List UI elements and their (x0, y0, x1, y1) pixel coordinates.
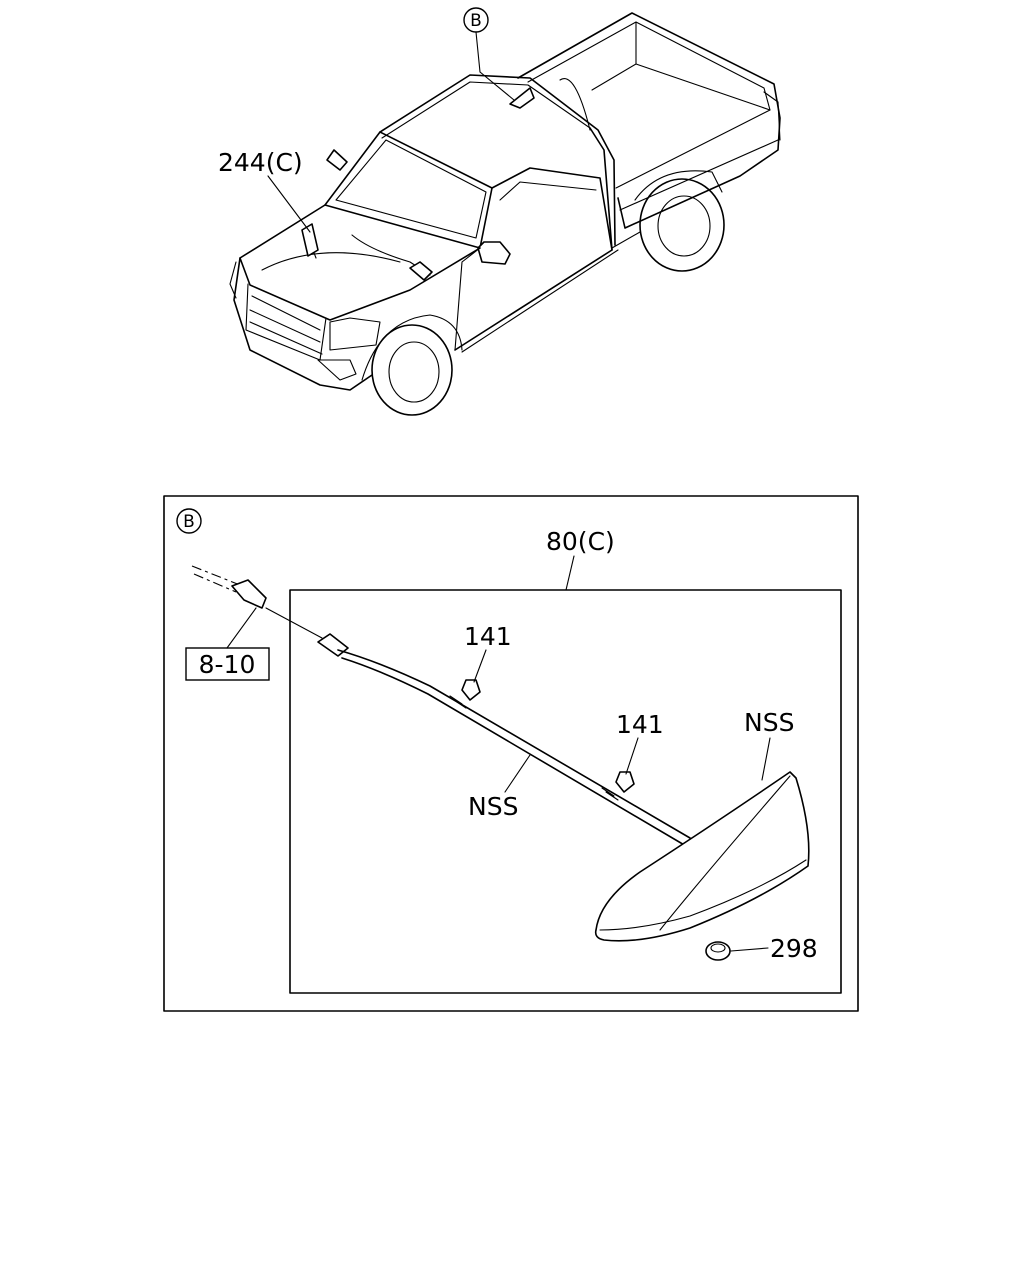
callout-8-10: 8-10 (185, 607, 270, 681)
callout-141-a-leader (473, 649, 487, 683)
clip-141-b-base (601, 787, 619, 801)
harness-phantom-line (191, 565, 241, 586)
rear-pillar (589, 127, 613, 251)
hood-crease (261, 252, 401, 271)
harness-clip (409, 261, 433, 281)
wiper-harness (351, 234, 431, 276)
antenna-cable-top (337, 649, 691, 839)
hood (239, 204, 481, 321)
shark-fin-antenna (594, 771, 810, 942)
side-mirror (477, 241, 511, 265)
nss-antenna-label: NSS (744, 708, 794, 737)
cable-connector (317, 633, 349, 657)
harness-phantom-line-2 (193, 573, 237, 593)
grommet-shape (705, 941, 731, 961)
view-ref-top-leader (475, 31, 481, 73)
antenna-cable-bottom (341, 657, 687, 847)
callout-244: 244(C) (218, 148, 311, 233)
left-mirror (326, 149, 348, 171)
clip-141-a-base (449, 695, 467, 709)
roof-inner-line (381, 81, 591, 139)
side-window (499, 181, 597, 201)
view-ref-top-letter: B (470, 11, 482, 31)
callout-298-label: 298 (770, 934, 818, 963)
antenna-ridge (659, 775, 791, 931)
cable-clip-141-b: 141 (601, 710, 664, 801)
washer-nozzle-part (301, 223, 319, 257)
clip-141-b-shape (615, 771, 635, 793)
front-wheel-arch (361, 314, 463, 381)
callout-80-leader (565, 555, 575, 591)
view-ref-detail-letter: B (183, 512, 195, 532)
view-ref-top: B (463, 7, 489, 73)
grommet-298: 298 (705, 934, 818, 963)
cab-side (454, 167, 613, 351)
tailgate (763, 91, 781, 141)
callout-8-10-box (185, 647, 270, 681)
callout-8-10-leader (226, 607, 257, 649)
headlight (329, 317, 381, 351)
windshield-inner (335, 139, 487, 239)
harness-connector (231, 579, 267, 609)
grille (245, 283, 327, 361)
clip-141-a-shape (461, 679, 481, 701)
antenna-base-line (599, 859, 807, 931)
callout-141-b-label: 141 (616, 710, 664, 739)
truck-bed-outer (517, 12, 781, 229)
truck-bed-inner (527, 21, 771, 189)
truck-bed-floor-line (635, 63, 771, 111)
front-fascia (233, 257, 373, 391)
front-door-edge (454, 247, 481, 351)
grommet-hole (710, 943, 726, 953)
grille-slats (249, 295, 323, 355)
callout-80-label: 80(C) (546, 527, 615, 556)
rear-wheel (639, 178, 725, 272)
assembly-80-frame (289, 589, 842, 994)
rocker-line (461, 231, 641, 353)
nss-cable-label: NSS (468, 792, 518, 821)
view-ref-detail: B (176, 508, 202, 534)
view-ref-detail-circle (176, 508, 202, 534)
roof-antenna-part (509, 87, 535, 109)
detail-b-frame (163, 495, 859, 1012)
cab-roof (379, 74, 616, 246)
rear-wheel-hub (657, 195, 711, 257)
callout-141-b-leader (625, 737, 639, 775)
roof-antenna-line (479, 71, 515, 101)
callout-141-a-label: 141 (464, 622, 512, 651)
cable-clip-141-a: 141 (449, 622, 512, 709)
windshield (324, 131, 493, 249)
nss-antenna-leader (761, 737, 771, 781)
nss-cable-leader (504, 754, 531, 793)
callout-8-10-label: 8-10 (199, 650, 256, 679)
callout-244-leader (267, 175, 311, 233)
harness-link-line (265, 607, 323, 639)
callout-244-label: 244(C) (218, 148, 303, 177)
antenna-body (594, 771, 810, 942)
pickup-truck-illustration (229, 12, 781, 416)
bed-side-line (619, 139, 779, 211)
rear-window-edge (559, 78, 591, 131)
left-headlight (229, 261, 237, 299)
callout-298-leader (730, 947, 769, 952)
front-wheel (371, 324, 453, 416)
rear-wheel-arch (634, 170, 723, 201)
front-wheel-hub (388, 341, 440, 403)
fog-lamp (317, 359, 357, 381)
